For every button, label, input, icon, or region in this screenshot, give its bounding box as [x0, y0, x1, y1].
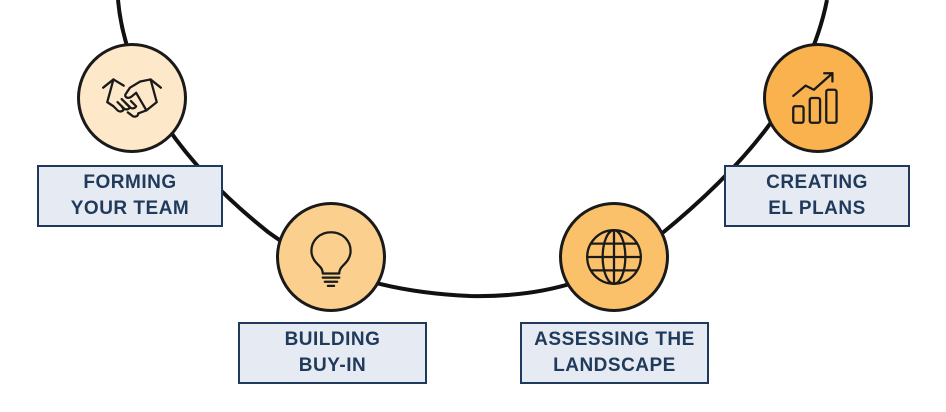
bar-chart-growth-icon	[792, 72, 838, 124]
step-4-label: CREATING EL PLANS	[724, 165, 910, 227]
step-1-line-2: YOUR TEAM	[70, 198, 190, 219]
step-3-line-1: ASSESSING THE	[534, 329, 695, 350]
step-2-line-2: BUY-IN	[298, 355, 367, 376]
step-1-circle	[77, 43, 187, 153]
step-1-line-1: FORMING	[83, 172, 177, 193]
step-1-label: FORMING YOUR TEAM	[37, 165, 223, 227]
step-4-circle	[763, 43, 873, 153]
globe-icon	[586, 229, 642, 285]
step-4-line-1: CREATING	[766, 172, 868, 193]
step-2-line-1: BUILDING	[284, 329, 381, 350]
step-2-label: BUILDING BUY-IN	[238, 322, 427, 384]
lightbulb-icon	[310, 231, 352, 288]
handshake-icon	[101, 78, 163, 118]
step-3-circle	[559, 202, 669, 312]
step-3-label: ASSESSING THE LANDSCAPE	[520, 322, 709, 384]
step-4-line-2: EL PLANS	[768, 198, 866, 219]
step-2-circle	[276, 202, 386, 312]
step-3-line-2: LANDSCAPE	[553, 355, 676, 376]
